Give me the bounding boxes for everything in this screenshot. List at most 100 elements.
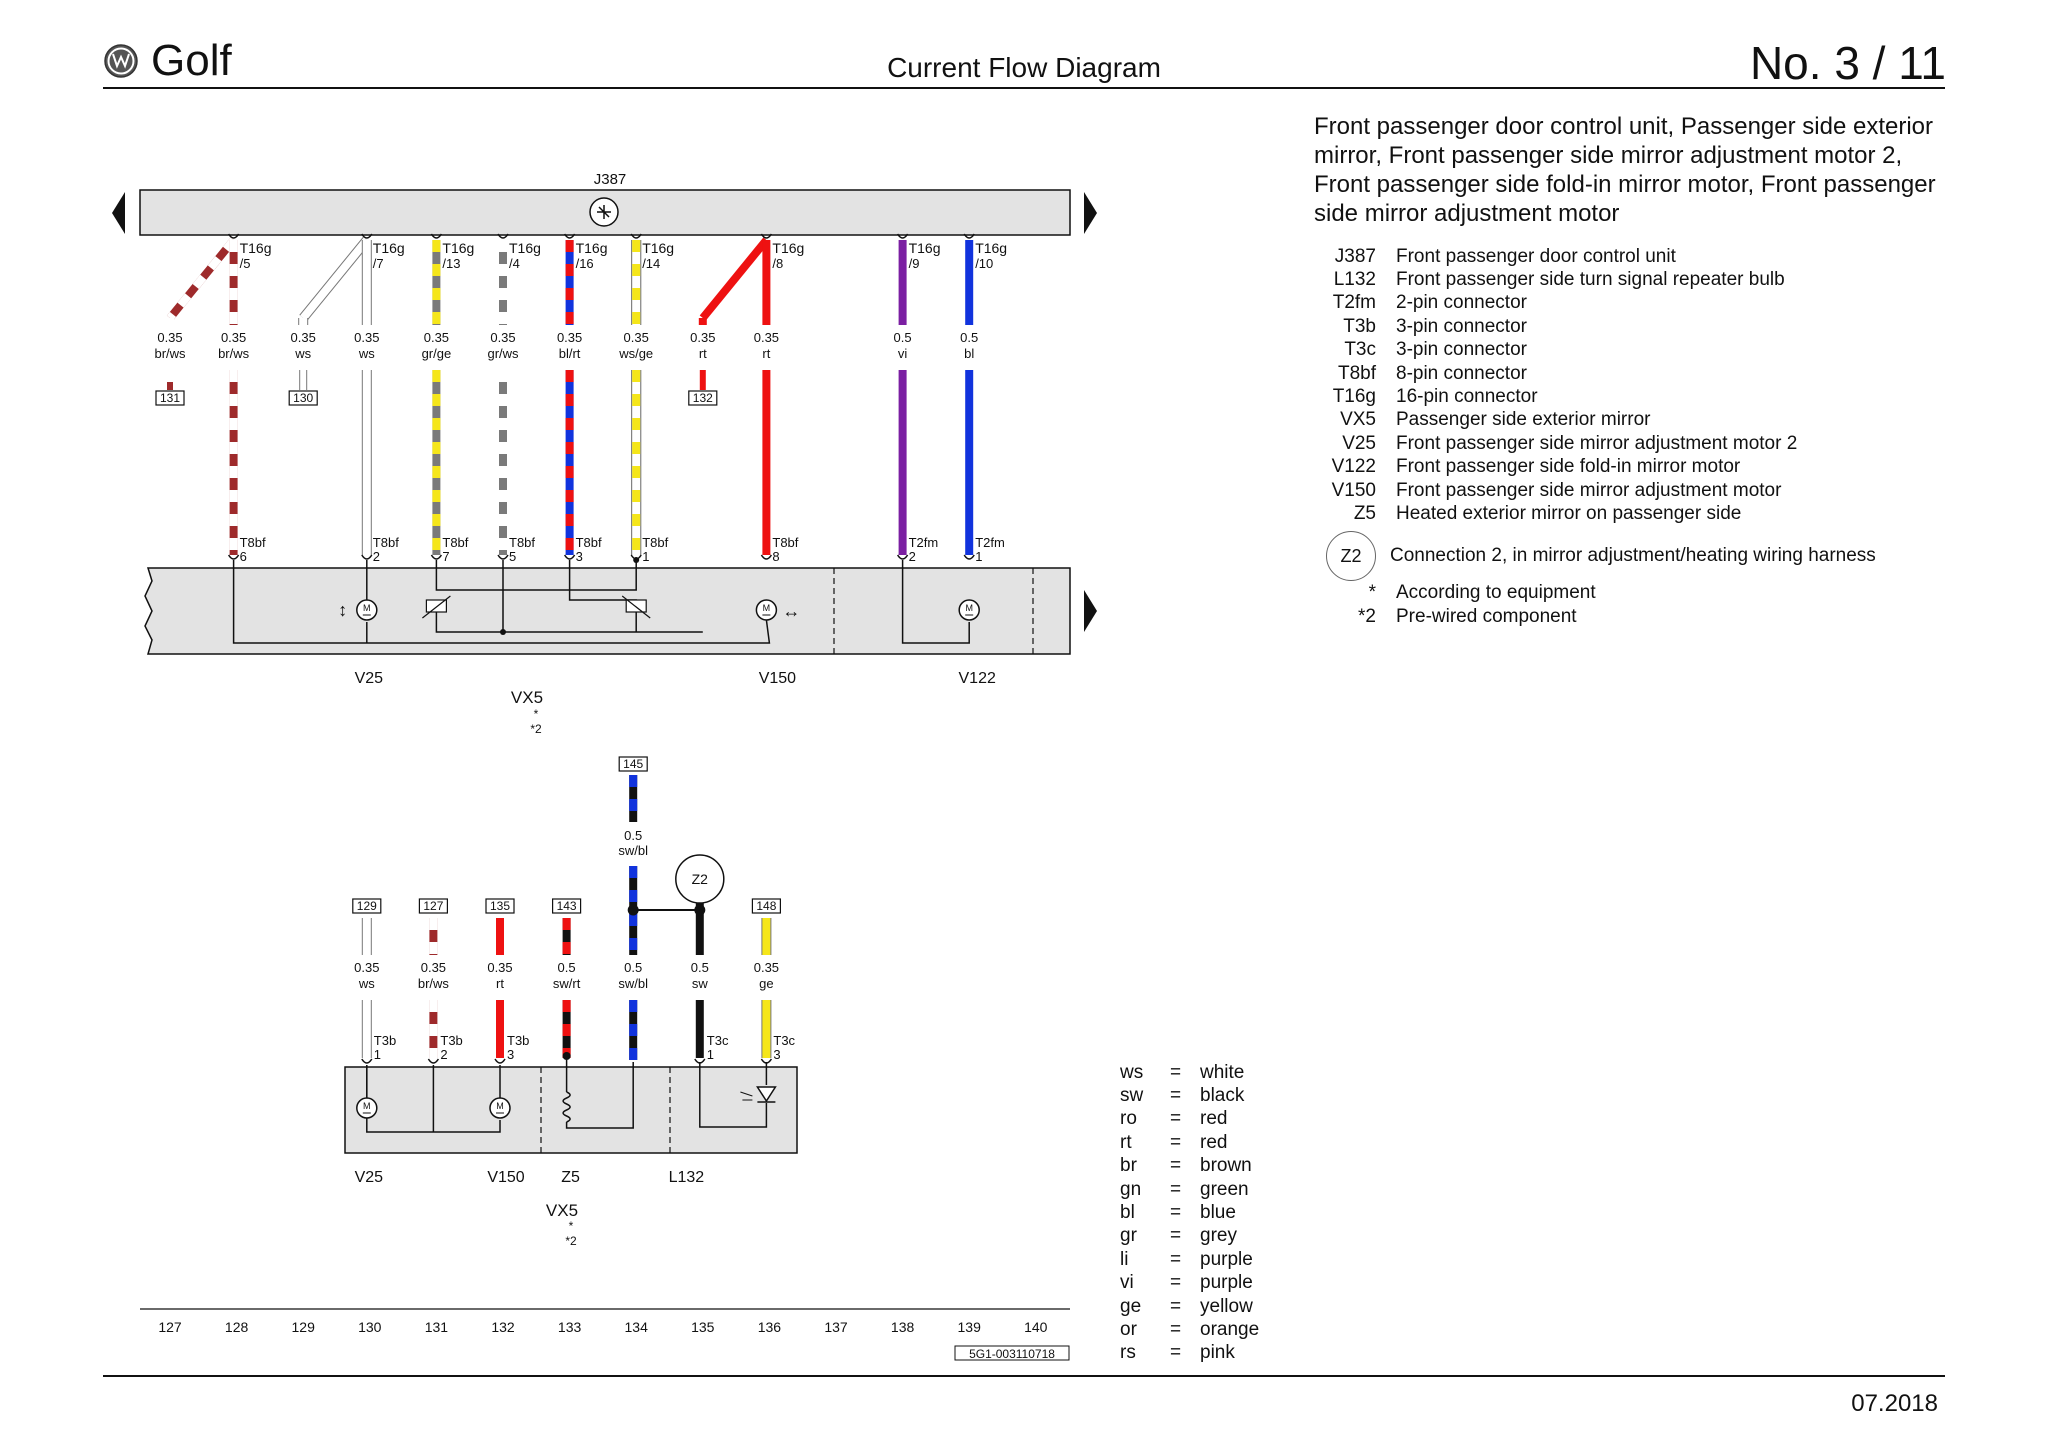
internal-circuit [699,1062,768,1128]
color-name: purple [1200,1248,1253,1270]
pin-contact-icon [896,233,909,239]
grid-column-number: 134 [625,1319,649,1335]
color-name: orange [1200,1318,1260,1340]
color-name: white [1200,1061,1245,1083]
cross-reference-number: 148 [756,899,776,913]
color-code-item: sw=black [1120,1084,1259,1107]
motor-letter: M [965,603,973,613]
wire-size-label: 0.5 [894,330,912,345]
grid-column-number: 129 [292,1319,316,1335]
pin-contact-icon [563,233,576,239]
legend-description: Connection 2, in mirror adjustment/heati… [1390,544,1876,566]
heater-element-icon [562,1091,571,1123]
color-abbr: sw [1120,1085,1144,1107]
connector-pin-label: 6 [240,549,247,564]
color-code-item: ro=red [1120,1108,1259,1131]
pin-contact-icon [497,554,509,560]
pin-contact-icon [963,554,975,560]
pin-contact-icon [494,1058,506,1064]
grid-column-number: 132 [491,1319,515,1335]
wire-size-label: 0.35 [754,330,779,345]
led-bulb-icon [756,1086,777,1103]
potentiometer-arrow [422,595,451,619]
color-abbr: br [1120,1155,1137,1177]
wire-color-label: sw/bl [618,976,648,991]
component-label: L132 [669,1169,705,1186]
color-code-item: br=brown [1120,1155,1259,1178]
wire-size-label: 0.35 [157,330,182,345]
junction-dot [562,1052,571,1060]
grid-column-number: 130 [358,1319,382,1335]
pin-contact-icon [760,554,773,560]
equals-sign: = [1170,1225,1182,1247]
wire-size-label: 0.35 [487,960,512,975]
continuation-arrow-right-icon [1084,192,1097,234]
legend-description: 2-pin connector [1396,292,1527,314]
pin-contact-icon [227,233,240,239]
connector-label: T16g [240,240,272,256]
color-name: red [1200,1108,1228,1130]
assembly-note: *2 [530,722,542,736]
footnote-item: *According to equipment [1314,582,1876,605]
legend-description: 8-pin connector [1396,362,1527,384]
motor-letter: M [363,603,371,613]
motor-icon [958,599,980,621]
color-name: blue [1200,1202,1236,1224]
connector-label: T16g [642,240,674,256]
cross-reference-box [688,390,718,406]
legend-description: Front passenger side fold-in mirror moto… [1396,456,1741,478]
motor-letter: M [763,603,771,613]
connector-label: T2fm [975,535,1005,550]
color-abbr: ge [1120,1295,1142,1317]
document-id: 5G1-003110718 [969,1347,1055,1361]
connector-pin-label: /5 [240,256,251,271]
wire-size-label: 0.5 [624,828,642,843]
wire-size-label: 0.35 [557,330,582,345]
connector-label: T3c [707,1033,729,1048]
legend-code: T8bf [1337,362,1376,384]
cross-reference-box [418,898,448,914]
connector-pin-label: /7 [373,256,384,271]
cross-reference-number: 130 [293,391,313,405]
connector-pin-label: /10 [975,256,993,271]
legend-description: Passenger side exterior mirror [1396,409,1651,431]
connector-label: T8bf [509,535,535,550]
color-code-item: ws=white [1120,1061,1259,1084]
mirror-assembly-vx5 [144,567,1071,655]
component-label: V150 [487,1169,524,1186]
assembly-label: VX5 [511,688,543,707]
assembly-note: *2 [565,1234,577,1248]
connector-pin-label: /4 [509,256,520,271]
internal-circuit [565,1062,634,1129]
legend-code: T3c [1344,339,1376,361]
legend-description: Front passenger side mirror adjustment m… [1396,479,1782,501]
pin-contact-icon [630,233,642,239]
wire-size-label: 0.35 [690,330,715,345]
color-code-item: or=orange [1120,1318,1259,1341]
wire-size-label: 0.35 [624,330,649,345]
junction-dot [500,629,506,635]
component-label: V150 [759,670,796,687]
connector-label: T3b [507,1033,529,1048]
legend-code: J387 [1334,245,1376,267]
connector-pin-label: 2 [373,549,380,564]
header-rule [103,87,1945,89]
connector-pin-label: 3 [507,1047,514,1062]
legend-description: 3-pin connector [1396,315,1527,337]
connector-label: T16g [975,240,1007,256]
assembly-label: VX5 [546,1201,578,1220]
color-name: red [1200,1131,1228,1153]
legend-code-cell: Z2 [1314,530,1390,581]
component-label: Z5 [561,1169,580,1186]
diagram-heading: Front passenger door control unit, Passe… [1314,113,1936,227]
connector-pin-label: 8 [772,549,779,564]
wire-size-label: 0.5 [624,960,642,975]
wire-segment [300,237,370,321]
cross-reference-box [618,756,648,772]
color-abbr: ws [1120,1061,1144,1083]
connector-pin-label: 1 [374,1047,381,1062]
